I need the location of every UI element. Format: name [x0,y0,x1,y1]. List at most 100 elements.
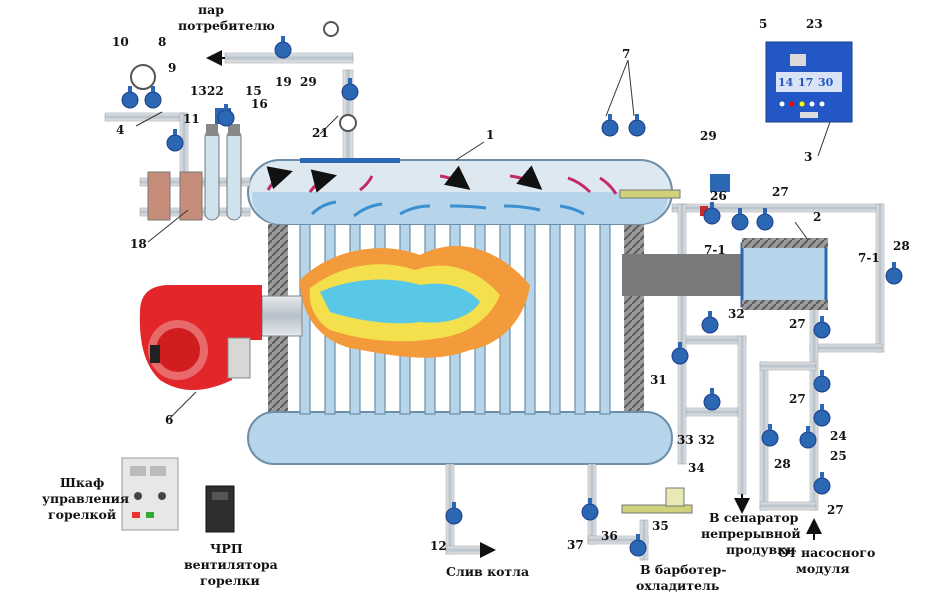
callout-m8: 8 [158,35,166,49]
svg-text:вентилятора: вентилятора [184,557,278,572]
callout-m28a: 28 [893,239,910,253]
svg-text:Шкаф: Шкаф [60,475,104,490]
valve-icon [671,342,689,365]
callout-m12: 12 [430,539,447,553]
svg-text:горелки: горелки [200,573,260,588]
caption-separator: В сепаратор непрерывной продувки [701,510,801,557]
valve-icon [731,208,749,231]
valve-icon [799,426,817,449]
lower-drum [247,411,673,465]
callout-m11: 11 [183,112,200,126]
valve-icon [761,424,779,447]
callout-m16: 16 [251,97,268,111]
valve-icon [885,262,903,285]
callout-m29b: 29 [700,129,717,143]
svg-text:В барботер-: В барботер- [640,562,726,577]
callout-m27c: 27 [789,392,806,406]
callout-m27d: 27 [827,503,844,517]
valve-icon [601,114,619,137]
callout-m15: 15 [245,84,262,98]
callout-m29a: 29 [300,75,317,89]
svg-text:потребителю: потребителю [178,18,275,33]
valve-icon [445,502,463,525]
svg-text:От насосного: От насосного [778,545,875,560]
callout-m6: 6 [165,413,173,427]
caption-from-pump: От насосного модуля [778,545,875,576]
valve-icon [629,534,647,557]
valve-icon [756,208,774,231]
callout-m23: 23 [806,17,823,31]
water-tube [599,221,611,415]
leader-lines [135,59,831,421]
valves [121,36,903,557]
burner-fan [139,285,262,390]
valve-icon [701,311,719,334]
steam-flow-arrows [266,165,618,195]
callout-m27a: 27 [772,185,789,199]
valve-icon [274,36,292,59]
callout-m1: 1 [486,128,494,142]
callout-m2: 2 [813,210,821,224]
valve-icon [703,388,721,411]
caption-fan-vfd: ЧРП вентилятора горелки [184,541,278,588]
svg-text:охладитель: охладитель [636,578,719,593]
water-tube [574,221,586,415]
callout-m25: 25 [830,449,847,463]
caption-steam-to-consumer: пар потребителю [178,2,275,33]
fan-vfd-unit [205,485,235,533]
caption-boiler-drain: Слив котла [446,564,529,579]
callout-m7_1b: 7-1 [858,251,880,265]
callout-m22: 22 [207,84,224,98]
panel-display-3: 30 [818,76,834,89]
callout-m13: 13 [190,84,207,98]
valve-icon [813,404,831,427]
callout-m19: 19 [275,75,292,89]
valve-icon [217,104,235,127]
water-tube [549,221,561,415]
callout-m34: 34 [688,461,705,475]
boiler-control-panel [765,41,853,123]
water-tube [524,221,536,415]
right-piping [619,174,885,540]
valve-icon [813,316,831,339]
callout-m7_1a: 7-1 [704,243,726,257]
pressure-gauges [130,21,357,132]
svg-text:непрерывной: непрерывной [701,526,801,541]
callout-m33: 33 [677,433,694,447]
valve-icon [341,78,359,101]
callout-m7: 7 [622,47,630,61]
valve-icon [121,86,139,109]
callout-m24: 24 [830,429,847,443]
callout-m9: 9 [168,61,176,75]
valve-icon [581,498,599,521]
panel-display-1: 14 [778,76,794,89]
caption-burner-cabinet: Шкаф управления горелкой [42,475,129,522]
callout-m37: 37 [567,538,584,552]
valve-icon [144,86,162,109]
svg-text:горелкой: горелкой [48,507,116,522]
callout-m36: 36 [601,529,618,543]
callout-m18: 18 [130,237,147,251]
burner-flame [300,246,530,358]
valve-icon [628,114,646,137]
callout-m35: 35 [652,519,669,533]
callout-m27b: 27 [789,317,806,331]
valve-icon [166,129,184,152]
svg-text:пар: пар [198,2,224,17]
valve-icon [813,472,831,495]
callout-m26: 26 [710,189,727,203]
valve-icon [813,370,831,393]
svg-text:управления: управления [42,491,129,506]
callout-m28b: 28 [774,457,791,471]
callout-m3: 3 [804,150,812,164]
callout-m21: 21 [312,126,329,140]
svg-text:продувки: продувки [726,542,796,557]
caption-bubbler: В барботер- охладитель [636,562,726,593]
callout-m4: 4 [116,123,124,137]
panel-display-2: 17 [798,76,813,89]
callout-m10: 10 [112,35,129,49]
valve-icon [703,202,721,225]
callout-m32a: 32 [728,307,745,321]
callout-m5: 5 [759,17,767,31]
